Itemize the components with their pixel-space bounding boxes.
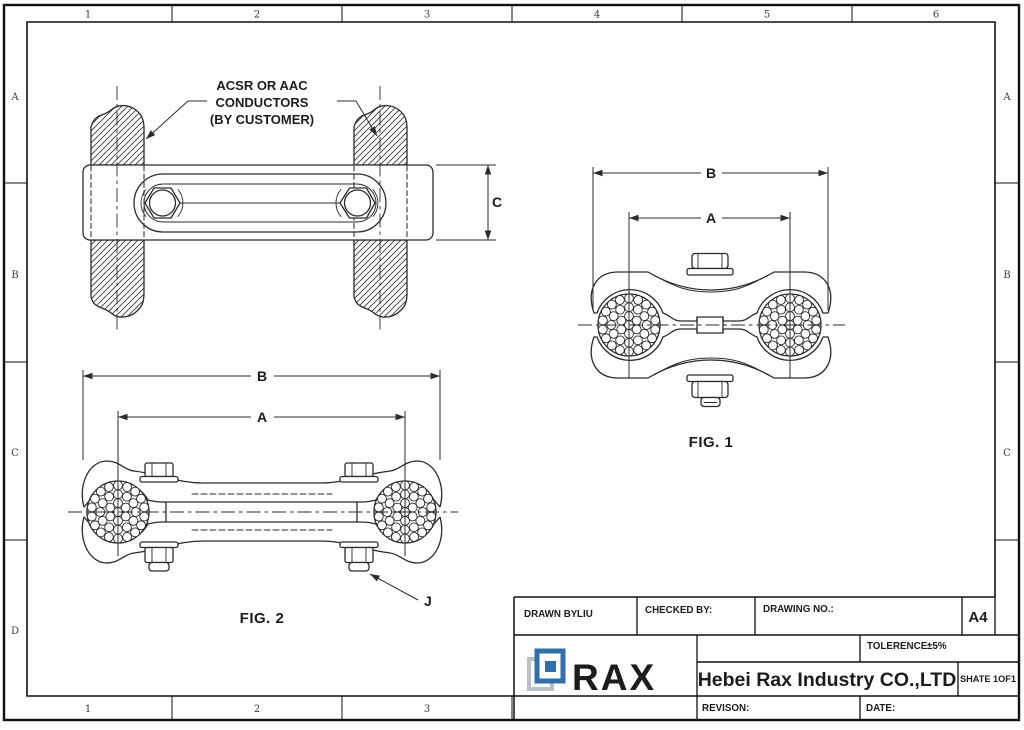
title-block-bottom-row: REVISON: DATE: bbox=[702, 703, 895, 714]
drawing-no-label: DRAWING NO.: bbox=[763, 604, 834, 615]
dim-label-b: B bbox=[257, 368, 267, 384]
conductor-left bbox=[90, 104, 145, 318]
dimension-c: C bbox=[436, 164, 502, 241]
grid-column-labels-bottom: 1 2 3 bbox=[85, 704, 430, 715]
date-label: DATE: bbox=[866, 703, 895, 714]
sheet-note: SHATE 1OF1 bbox=[960, 674, 1016, 684]
paper-size: A4 bbox=[968, 609, 988, 626]
grid-label: 3 bbox=[424, 704, 430, 715]
checked-by-label: CHECKED BY: bbox=[645, 605, 712, 616]
drawn-by-label: DRAWN BY: bbox=[524, 609, 580, 620]
dim-label-b: B bbox=[706, 165, 716, 181]
grid-label: D bbox=[11, 626, 19, 637]
grid-label: 2 bbox=[254, 10, 260, 21]
title-block-tolerance: TOLERENCE: ±5% bbox=[867, 641, 947, 652]
grid-label: C bbox=[11, 448, 19, 459]
fig1-view: B A FIG. 1 bbox=[578, 165, 845, 451]
sheet-border: 1 2 3 4 5 6 1 2 3 A B C D A B C bbox=[2, 3, 1021, 722]
tolerance-label: TOLERENCE: bbox=[867, 641, 931, 652]
title-block-row1: DRAWN BY: LIU CHECKED BY: DRAWING NO.: A… bbox=[524, 604, 988, 626]
fig2-leader-j: J bbox=[369, 573, 432, 609]
grid-label: C bbox=[1003, 448, 1011, 459]
fig1-conductor-left bbox=[597, 293, 661, 357]
company-name: Hebei Rax Industry CO.,LTD bbox=[698, 669, 957, 691]
grid-label: 1 bbox=[85, 704, 91, 715]
fig2-conductor-right bbox=[373, 480, 437, 544]
title-block: DRAWN BY: LIU CHECKED BY: DRAWING NO.: A… bbox=[513, 596, 1019, 720]
conductor-note: ACSR OR AAC CONDUCTORS (BY CUSTOMER) bbox=[210, 78, 314, 127]
grid-row-labels-right: A B C bbox=[1002, 92, 1011, 459]
rax-logo-text: RAX bbox=[572, 657, 656, 698]
bolt-left-top-view bbox=[140, 187, 184, 219]
top-view: C ACSR OR AAC CONDUCTORS (BY CUSTOMER) bbox=[82, 78, 502, 332]
note-line-3: (BY CUSTOMER) bbox=[210, 112, 314, 127]
grid-label: 3 bbox=[424, 10, 430, 21]
spacer-bar bbox=[82, 164, 434, 241]
grid-label: B bbox=[1003, 270, 1010, 281]
rax-logo: RAX bbox=[527, 648, 656, 698]
grid-label: 1 bbox=[85, 10, 91, 21]
note-line-2: CONDUCTORS bbox=[216, 95, 309, 110]
tolerance-value: ±5% bbox=[927, 641, 947, 652]
grid-row-labels-left: A B C D bbox=[10, 92, 19, 637]
fig1-caption: FIG. 1 bbox=[689, 434, 734, 451]
fig2-caption: FIG. 2 bbox=[240, 610, 285, 627]
fig2-bottom-nuts bbox=[139, 541, 379, 572]
grid-column-labels-top: 1 2 3 4 5 6 bbox=[85, 10, 939, 21]
fig2-dimension-a: A bbox=[117, 409, 406, 556]
grid-label: A bbox=[10, 92, 19, 103]
fig1-dimension-b: B bbox=[592, 165, 829, 310]
grid-label: 2 bbox=[254, 704, 260, 715]
grid-label: A bbox=[1002, 92, 1011, 103]
bolt-right-top-view bbox=[335, 187, 379, 219]
rax-logo-icon bbox=[527, 648, 566, 691]
dim-label-a: A bbox=[706, 210, 716, 226]
fig1-dimension-a: A bbox=[628, 210, 791, 378]
fig2-view: B A J FIG. 2 bbox=[68, 368, 458, 627]
grid-label: 4 bbox=[594, 10, 600, 21]
dim-label-j: J bbox=[424, 593, 432, 609]
dim-label-a: A bbox=[257, 409, 267, 425]
note-line-1: ACSR OR AAC bbox=[216, 78, 308, 93]
grid-label: B bbox=[11, 270, 18, 281]
revision-label: REVISON: bbox=[702, 703, 749, 714]
fig1-top-bolt bbox=[686, 252, 734, 276]
drawn-by-value: LIU bbox=[577, 609, 593, 620]
fig1-bottom-bolt bbox=[686, 374, 734, 408]
grid-label: 5 bbox=[764, 10, 770, 21]
dim-label-c: C bbox=[492, 194, 502, 210]
fig2-dimension-b: B bbox=[82, 368, 441, 460]
grid-label: 6 bbox=[933, 10, 939, 21]
fig2-top-bolts bbox=[139, 462, 379, 483]
bar-slot bbox=[133, 173, 387, 233]
